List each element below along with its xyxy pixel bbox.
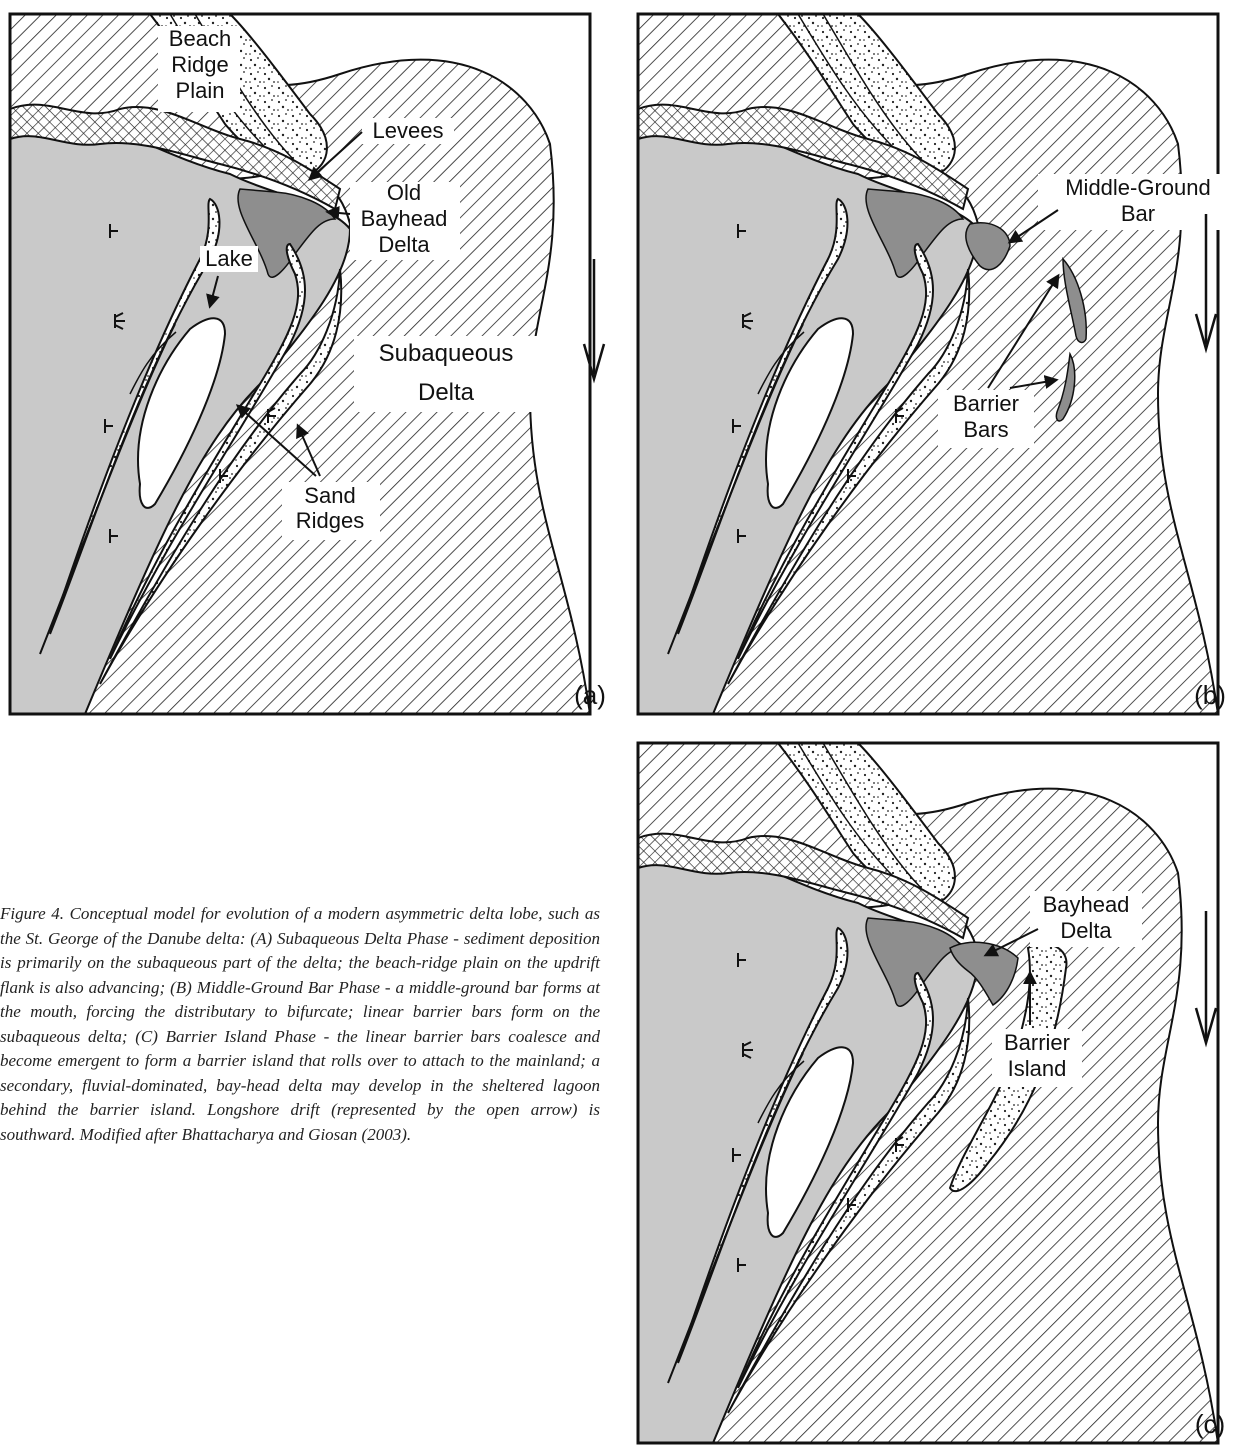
svg-text:Island: Island bbox=[1008, 1056, 1067, 1081]
label-subaqueous-delta: Subaqueous Delta bbox=[354, 336, 538, 412]
svg-text:Middle-Ground: Middle-Ground bbox=[1065, 175, 1211, 200]
panel-a: Beach Ridge Plain Levees Old Bayhead Del… bbox=[10, 14, 606, 714]
svg-text:Ridges: Ridges bbox=[296, 508, 364, 533]
svg-text:Levees: Levees bbox=[373, 118, 444, 143]
label-beach-ridge-plain: Beach Ridge Plain bbox=[158, 26, 240, 112]
svg-text:Delta: Delta bbox=[378, 232, 430, 257]
svg-text:Barrier: Barrier bbox=[953, 391, 1019, 416]
longshore-drift-arrow bbox=[1196, 911, 1216, 1043]
panel-b: Middle-Ground Bar Barrier Bars (b) bbox=[638, 14, 1238, 714]
longshore-drift-arrow bbox=[584, 259, 604, 379]
svg-text:Sand: Sand bbox=[304, 483, 355, 508]
panel-tag-b: (b) bbox=[1194, 680, 1226, 710]
svg-text:Delta: Delta bbox=[1060, 918, 1112, 943]
figure-caption: Figure 4. Conceptual model for evolution… bbox=[0, 902, 600, 1147]
svg-text:Beach: Beach bbox=[169, 26, 231, 51]
svg-text:Old: Old bbox=[387, 180, 421, 205]
svg-text:Delta: Delta bbox=[418, 379, 475, 406]
panel-c: Bayhead Delta Barrier Island (c) bbox=[638, 743, 1225, 1443]
svg-text:Plain: Plain bbox=[176, 78, 225, 103]
panel-tag-c: (c) bbox=[1195, 1409, 1225, 1439]
svg-text:Lake: Lake bbox=[205, 246, 253, 271]
longshore-drift-arrow bbox=[1196, 214, 1216, 349]
svg-text:Bars: Bars bbox=[963, 417, 1008, 442]
panel-tag-a: (a) bbox=[574, 680, 606, 710]
svg-text:Bayhead: Bayhead bbox=[361, 206, 448, 231]
svg-text:Barrier: Barrier bbox=[1004, 1030, 1070, 1055]
svg-text:Bar: Bar bbox=[1121, 201, 1155, 226]
svg-text:Bayhead: Bayhead bbox=[1043, 892, 1130, 917]
svg-text:Ridge: Ridge bbox=[171, 52, 228, 77]
svg-text:Subaqueous: Subaqueous bbox=[379, 340, 514, 367]
